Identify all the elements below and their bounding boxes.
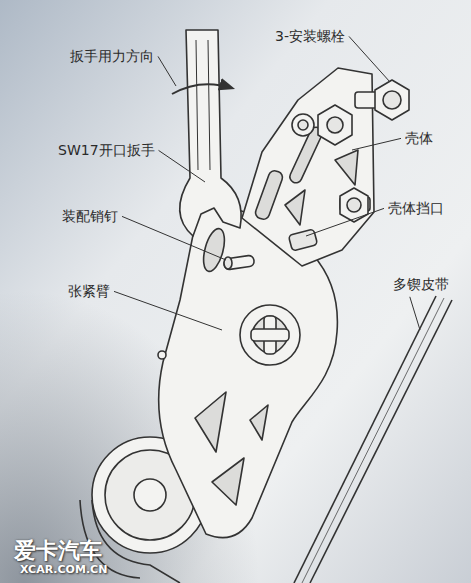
- multi-rib-belt: [80, 296, 452, 583]
- watermark: 爱卡汽车: [14, 538, 102, 564]
- leader-line: [410, 297, 420, 330]
- force-arrow: [172, 84, 232, 94]
- part-label: 多锲皮带: [393, 276, 449, 293]
- leader-line: [352, 138, 401, 150]
- watermark: XCAR.COM.CN: [20, 563, 107, 576]
- leader-line: [306, 208, 384, 236]
- part-label: 壳体: [405, 130, 433, 147]
- leader-line: [122, 216, 226, 260]
- leader-line: [159, 150, 205, 182]
- leader-line: [158, 56, 176, 86]
- leader-line: [114, 291, 222, 330]
- part-label: SW17开口扳手: [58, 142, 155, 159]
- assembly-pin: [223, 255, 254, 270]
- part-label: 装配销钉: [62, 208, 118, 225]
- part-label: 张紧臂: [68, 283, 110, 300]
- part-label: 3-安装螺栓: [275, 28, 345, 45]
- open-end-wrench: [180, 30, 241, 236]
- leader-line: [349, 36, 390, 82]
- part-label: 扳手用力方向: [70, 48, 154, 65]
- part-label: 壳体挡口: [388, 200, 444, 217]
